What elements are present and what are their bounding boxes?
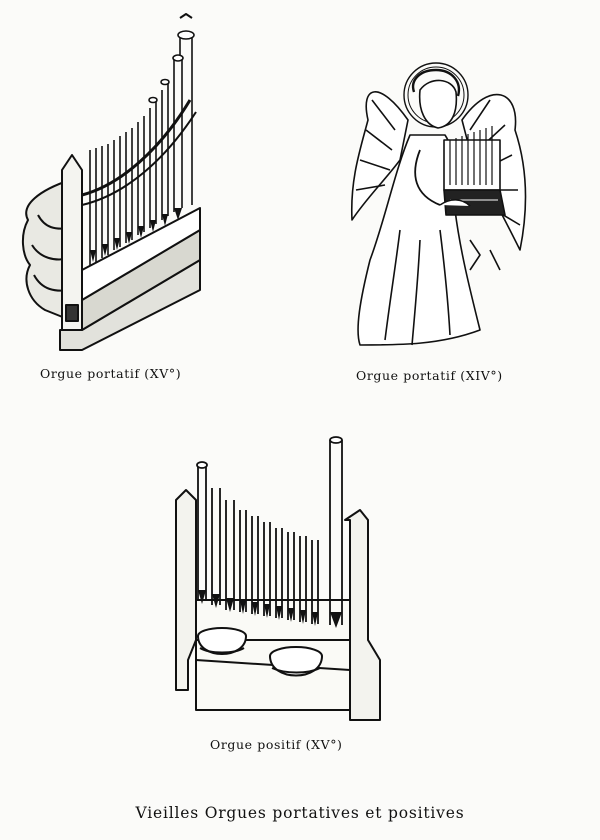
plate-title: Vieilles Orgues portatives et positives [135,804,465,822]
figure-caption: Orgue portatif (XV°) [40,366,182,381]
figure-caption: Orgue positif (XV°) [210,737,343,752]
figure-caption: Orgue portatif (XIV°) [356,368,503,383]
